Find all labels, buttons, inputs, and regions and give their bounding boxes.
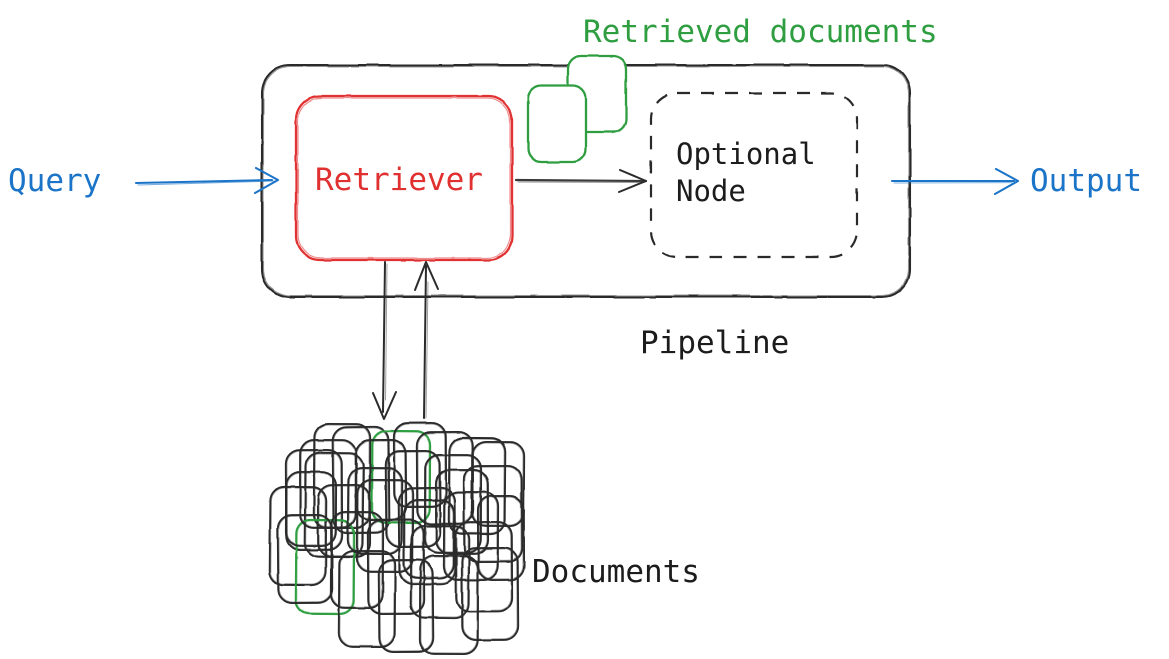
retriever-node[interactable] xyxy=(294,94,514,262)
document-rect xyxy=(346,466,404,556)
document-rect xyxy=(284,470,338,548)
document-rect xyxy=(470,440,526,528)
document-rect xyxy=(418,554,480,656)
edge-documents-to-retriever xyxy=(414,261,439,419)
documents-label: Documents xyxy=(532,554,700,590)
document-rect xyxy=(268,485,328,587)
document-rect xyxy=(402,499,456,579)
document-rect xyxy=(476,495,526,581)
pipeline-label: Pipeline xyxy=(640,325,790,361)
document-rect xyxy=(294,518,356,616)
retrieved-documents-label: Retrieved documents xyxy=(583,14,938,50)
document-rect xyxy=(392,421,448,509)
retrieved-documents-icon xyxy=(526,54,628,164)
retriever-node-label: Retriever xyxy=(315,162,483,198)
document-rect xyxy=(377,558,435,654)
optional-node-label-line2: Node xyxy=(676,174,746,208)
edge-retriever-to-optional-node xyxy=(514,169,648,193)
document-rect xyxy=(409,524,471,620)
document-rect xyxy=(354,438,408,522)
optional-node-label-line1: Optional xyxy=(676,137,816,171)
edge-query-to-retriever xyxy=(134,166,280,195)
document-rect xyxy=(337,549,397,649)
document-rect xyxy=(460,546,520,642)
document-rect xyxy=(434,469,490,555)
edge-retriever-to-documents xyxy=(372,261,397,420)
output-label: Output xyxy=(1030,163,1142,199)
document-rect xyxy=(447,436,507,536)
optional-node[interactable] xyxy=(649,91,859,259)
document-rect xyxy=(462,464,524,564)
document-rect xyxy=(454,520,514,614)
optional-node-label: Optional Node xyxy=(676,136,816,210)
edge-optional-node-to-output xyxy=(890,167,1020,196)
document-rect xyxy=(355,478,415,574)
query-label: Query xyxy=(8,163,102,199)
documents-cluster[interactable] xyxy=(268,421,526,656)
